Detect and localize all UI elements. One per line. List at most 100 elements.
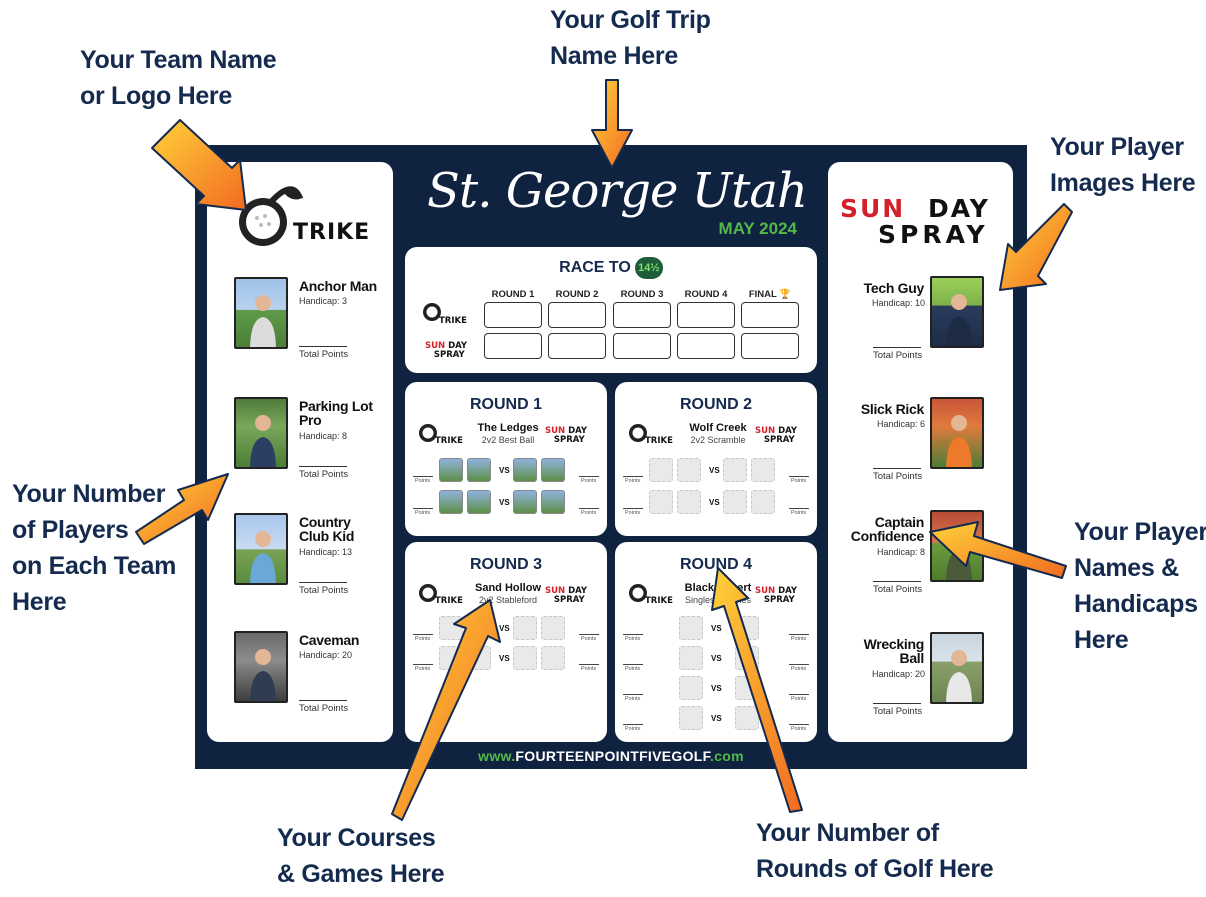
player-slot[interactable] (439, 646, 463, 670)
player-slot[interactable] (677, 458, 701, 482)
score-box[interactable] (484, 333, 542, 359)
player-slot[interactable] (723, 458, 747, 482)
score-line[interactable] (413, 664, 433, 665)
mini-day-text: DAY (568, 426, 588, 436)
course-name: The Ledges (477, 422, 539, 434)
score-line[interactable] (623, 694, 643, 695)
player-slot[interactable] (735, 616, 759, 640)
player-slot[interactable] (467, 616, 491, 640)
points-label: Points (791, 726, 807, 732)
player-slot[interactable] (735, 706, 759, 730)
player-slot[interactable] (513, 616, 537, 640)
score-line[interactable] (579, 476, 599, 477)
score-box[interactable] (741, 302, 799, 328)
callout-player-images: Your Player Images Here (1050, 129, 1196, 201)
total-points-label: Total Points (299, 585, 349, 596)
score-line[interactable] (579, 634, 599, 635)
player-slot[interactable] (751, 458, 775, 482)
player-slot[interactable] (513, 458, 537, 482)
strike-mini-icon (629, 424, 647, 442)
callout-num-players: Your Number of Players on Each Team Here (12, 476, 176, 620)
player-slot[interactable] (439, 458, 463, 482)
mini-sunday-logo: SUN DAY SPRAY (545, 427, 587, 445)
mini-sun-text: SUN (545, 426, 566, 436)
player-slot[interactable] (649, 490, 673, 514)
player-slot[interactable] (541, 646, 565, 670)
total-points-line[interactable] (873, 347, 921, 348)
score-box[interactable] (548, 333, 606, 359)
score-box[interactable] (741, 333, 799, 359)
game-format: Singles Matches (684, 595, 752, 605)
round-title: ROUND 3 (469, 556, 542, 573)
logo-sun-text: SUN (840, 194, 906, 223)
player-silhouette (946, 294, 972, 346)
total-points-line[interactable] (299, 700, 347, 701)
player-slot[interactable] (439, 616, 463, 640)
score-line[interactable] (789, 694, 809, 695)
player-slot[interactable] (679, 646, 703, 670)
race-col-label: ROUND 4 (684, 289, 728, 300)
player-slot[interactable] (541, 458, 565, 482)
score-line[interactable] (623, 476, 643, 477)
game-format: 2v2 Best Ball (481, 435, 535, 445)
player-slot[interactable] (723, 490, 747, 514)
total-points-line[interactable] (873, 581, 921, 582)
mini-spray-text: SPRAY (763, 435, 795, 445)
points-label: Points (581, 478, 597, 484)
score-line[interactable] (579, 508, 599, 509)
score-box[interactable] (484, 302, 542, 328)
player-slot[interactable] (467, 458, 491, 482)
score-box[interactable] (613, 302, 671, 328)
total-points-line[interactable] (299, 582, 347, 583)
player-silhouette (250, 649, 276, 701)
total-points-label: Total Points (299, 703, 349, 714)
player-slot[interactable] (649, 458, 673, 482)
player-slot[interactable] (513, 490, 537, 514)
callout-line: Your Golf Trip (550, 6, 711, 34)
total-points-line[interactable] (299, 346, 347, 347)
player-slot[interactable] (679, 676, 703, 700)
score-line[interactable] (789, 634, 809, 635)
player-slot[interactable] (679, 706, 703, 730)
player-slot[interactable] (541, 616, 565, 640)
score-box[interactable] (613, 333, 671, 359)
mini-sun-text: SUN (545, 586, 566, 596)
score-box[interactable] (677, 302, 735, 328)
player-photo (234, 513, 288, 585)
mini-sun-text: SUN (425, 341, 446, 351)
score-line[interactable] (413, 508, 433, 509)
player-slot[interactable] (735, 646, 759, 670)
website-url[interactable]: www.FOURTEENPOINTFIVEGOLF.com (405, 748, 817, 764)
score-line[interactable] (623, 508, 643, 509)
player-slot[interactable] (513, 646, 537, 670)
score-box[interactable] (548, 302, 606, 328)
score-box[interactable] (677, 333, 735, 359)
score-line[interactable] (623, 724, 643, 725)
score-line[interactable] (789, 664, 809, 665)
player-slot[interactable] (679, 616, 703, 640)
score-line[interactable] (789, 476, 809, 477)
score-line[interactable] (623, 664, 643, 665)
player-slot[interactable] (751, 490, 775, 514)
snake-ball-icon (239, 186, 304, 246)
score-line[interactable] (413, 634, 433, 635)
score-line[interactable] (623, 634, 643, 635)
player-slot[interactable] (467, 646, 491, 670)
player-slot[interactable] (541, 490, 565, 514)
game-format: 2v2 Stableford (478, 595, 538, 605)
player-slot[interactable] (677, 490, 701, 514)
total-points-line[interactable] (873, 468, 921, 469)
score-line[interactable] (789, 724, 809, 725)
score-line[interactable] (579, 664, 599, 665)
player-slot[interactable] (735, 676, 759, 700)
player-slot[interactable] (439, 490, 463, 514)
total-points-line[interactable] (299, 466, 347, 467)
player-photo (930, 510, 984, 582)
score-line[interactable] (789, 508, 809, 509)
score-line[interactable] (413, 476, 433, 477)
total-points-line[interactable] (873, 703, 921, 704)
player-slot[interactable] (467, 490, 491, 514)
